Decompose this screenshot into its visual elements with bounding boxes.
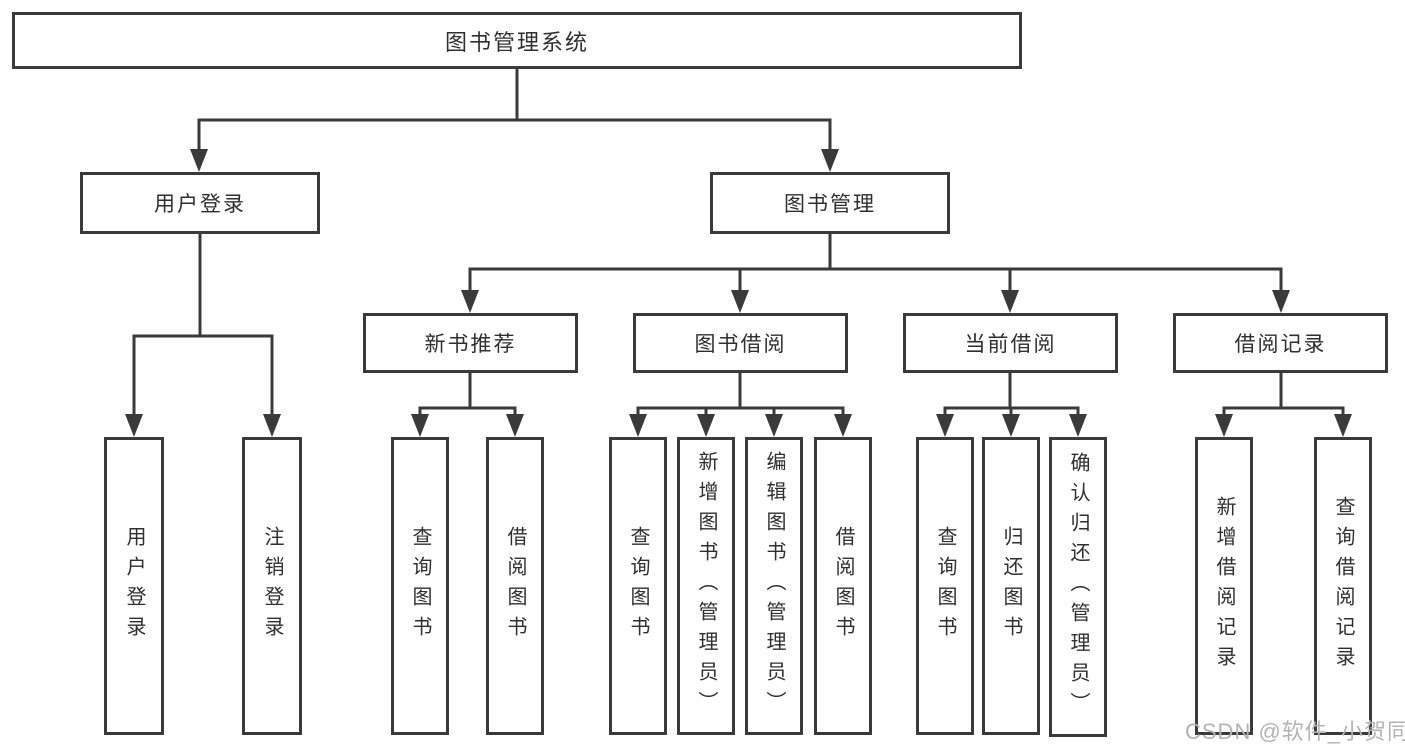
leaf-query-borrow-record: 查询借阅记录 [1314,437,1372,735]
leaf-edit-book-admin-label: 编辑图书（管理员） [763,451,785,721]
leaf-user-login-label: 用户登录 [123,526,145,646]
node-user-login: 用户登录 [80,172,320,234]
leaf-logout-label: 注销登录 [261,526,283,646]
leaf-confirm-return-admin: 确认归还（管理员） [1049,437,1107,737]
node-new-book-recommend-label: 新书推荐 [424,333,517,356]
leaf-query-books-borrow: 查询图书 [609,437,667,735]
leaf-borrow-books-newbooks: 借阅图书 [486,437,544,735]
leaf-add-book-admin-label: 新增图书（管理员） [695,451,717,721]
leaf-confirm-return-admin-label: 确认归还（管理员） [1067,452,1089,722]
leaf-return-book-label: 归还图书 [1000,526,1022,646]
leaf-logout: 注销登录 [242,437,302,735]
connector-mgmt-to-level3 [461,232,1290,313]
node-current-borrow-label: 当前借阅 [964,333,1057,356]
node-borrow-records-label: 借阅记录 [1234,333,1327,356]
node-user-login-label: 用户登录 [154,193,246,216]
leaf-add-borrow-record: 新增借阅记录 [1195,437,1253,735]
node-book-management: 图书管理 [710,172,950,234]
leaf-add-book-admin: 新增图书（管理员） [677,437,735,735]
node-book-borrow: 图书借阅 [633,313,848,373]
leaf-add-borrow-record-label: 新增借阅记录 [1213,496,1235,676]
node-borrow-records: 借阅记录 [1173,313,1388,373]
node-new-book-recommend: 新书推荐 [363,313,578,373]
connector-newbooks-to-leaves [411,371,524,437]
leaf-query-books-current: 查询图书 [916,437,974,735]
leaf-user-login: 用户登录 [104,437,164,735]
leaf-query-books-current-label: 查询图书 [934,526,956,646]
leaf-query-borrow-record-label: 查询借阅记录 [1332,496,1354,676]
connector-root-to-level2 [190,67,839,172]
connector-records-to-leaves [1215,371,1352,437]
leaf-edit-book-admin: 编辑图书（管理员） [745,437,803,735]
leaf-query-books-newbooks-label: 查询图书 [409,526,431,646]
leaf-query-books-borrow-label: 查询图书 [627,526,649,646]
node-book-management-label: 图书管理 [784,193,876,216]
leaf-return-book: 归还图书 [982,437,1040,735]
connector-login-to-leaves [125,232,281,437]
leaf-borrow-books-newbooks-label: 借阅图书 [504,526,526,646]
connector-borrow-to-leaves [629,371,852,437]
node-root-label: 图书管理系统 [444,29,589,55]
node-current-borrow: 当前借阅 [903,313,1118,373]
node-root: 图书管理系统 [12,12,1022,69]
node-book-borrow-label: 图书借阅 [694,333,787,356]
leaf-query-books-newbooks: 查询图书 [391,437,449,735]
leaf-borrow-books-borrow: 借阅图书 [814,437,872,735]
csdn-watermark: CSDN @软件_小贺同学 [1185,719,1405,744]
connector-current-to-leaves [936,371,1087,437]
leaf-borrow-books-borrow-label: 借阅图书 [832,526,854,646]
